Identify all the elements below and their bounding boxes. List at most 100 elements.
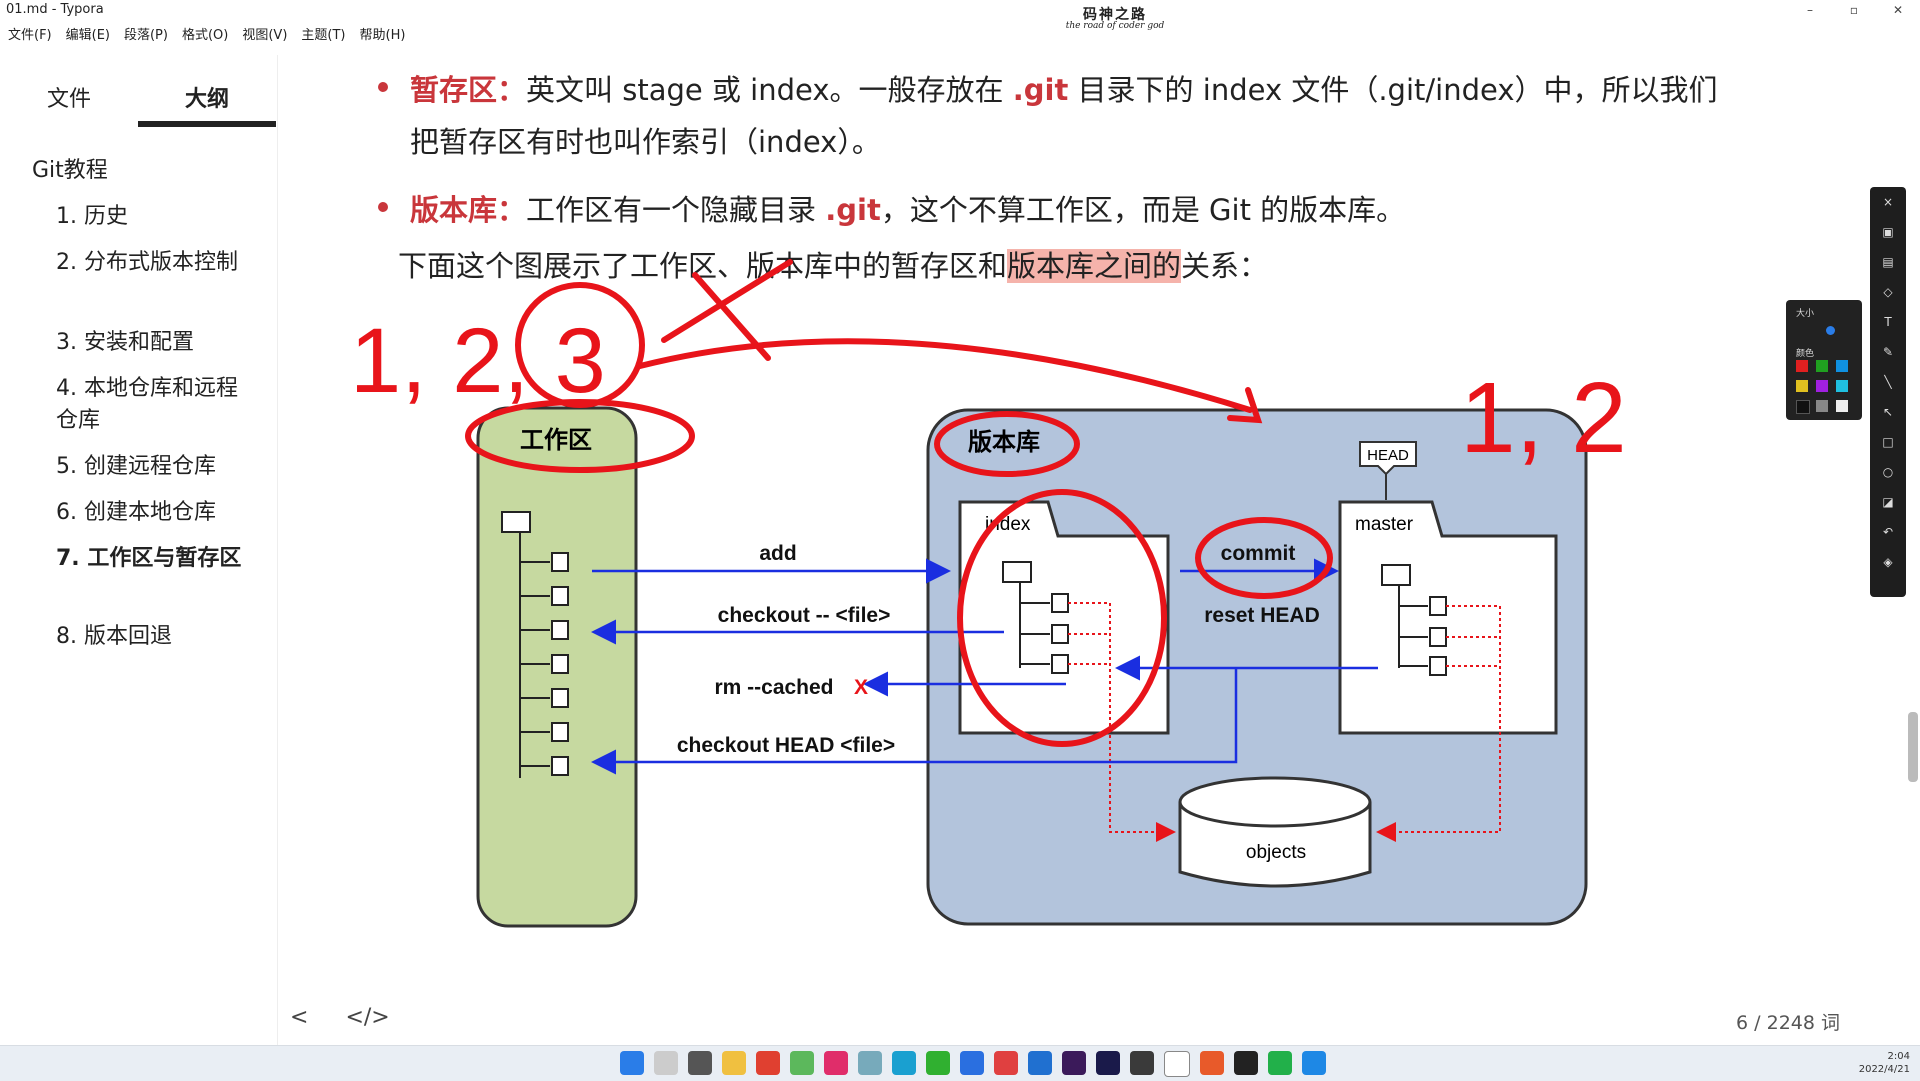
size-dot[interactable] <box>1826 326 1835 335</box>
object-links <box>1068 602 1501 842</box>
text-icon[interactable]: T <box>1884 315 1892 329</box>
typora-icon[interactable] <box>1164 1051 1190 1077</box>
close-icon[interactable]: × <box>1882 195 1894 209</box>
index-folder <box>958 500 1170 735</box>
rectangle-icon[interactable]: □ <box>1882 435 1894 449</box>
arrow-icon[interactable]: ↖ <box>1882 405 1894 419</box>
app-icon[interactable] <box>994 1051 1018 1075</box>
taskview-icon[interactable] <box>688 1051 712 1075</box>
color-swatch-white[interactable] <box>1836 400 1848 412</box>
logo-subtitle: the road of coder god <box>1065 21 1165 31</box>
repo-box <box>926 408 1588 926</box>
app-icon[interactable] <box>858 1051 882 1075</box>
premiere-icon[interactable] <box>1062 1051 1086 1075</box>
outline-item-4[interactable]: 4. 本地仓库和远程仓库 <box>56 376 238 433</box>
app-icon[interactable] <box>790 1051 814 1075</box>
workspace-box <box>476 406 638 928</box>
system-tray[interactable]: 2:04 2022/4/21 <box>1859 1050 1910 1076</box>
source-mode-icon[interactable]: </> <box>345 1005 390 1030</box>
add-label: add <box>759 542 796 565</box>
title-bar: 01.md - Typora – ▫ ✕ <box>0 0 1920 20</box>
tab-outline[interactable]: 大纲 <box>138 75 276 127</box>
color-swatch-red[interactable] <box>1796 360 1808 372</box>
outline-item-5[interactable]: 5. 创建远程仓库 <box>56 454 216 479</box>
app-icon[interactable] <box>960 1051 984 1075</box>
clear-icon[interactable]: ◈ <box>1883 555 1893 569</box>
color-swatch-gray[interactable] <box>1816 400 1828 412</box>
intro-text-1: 下面这个图展示了工作区、版本库中的暂存区和 <box>398 249 1008 283</box>
image-icon[interactable]: ▤ <box>1882 255 1894 269</box>
explorer-icon[interactable] <box>722 1051 746 1075</box>
menu-file[interactable]: 文件(F) <box>8 28 52 43</box>
outline-item-7[interactable]: 7. 工作区与暂存区 <box>56 546 242 571</box>
color-label: 颜色 <box>1796 349 1815 359</box>
text-repo-1: 工作区有一个隐藏目录 <box>526 193 826 227</box>
outline-item-8[interactable]: 8. 版本回退 <box>56 624 172 649</box>
menu-format[interactable]: 格式(O) <box>181 28 229 43</box>
menu-help[interactable]: 帮助(H) <box>359 28 406 43</box>
save-icon[interactable]: ▣ <box>1882 225 1894 239</box>
color-swatch-purple[interactable] <box>1816 380 1828 392</box>
objects-store <box>1178 776 1372 888</box>
menu-theme[interactable]: 主题(T) <box>301 28 346 43</box>
code-git-2: .git <box>825 193 881 227</box>
outline-item-root[interactable]: Git教程 <box>32 158 108 183</box>
app-icon[interactable] <box>1130 1051 1154 1075</box>
workspace-file-icons <box>520 552 569 776</box>
reset-head-label: reset HEAD <box>1204 604 1320 627</box>
app-icon[interactable] <box>824 1051 848 1075</box>
color-palette: 大小 颜色 <box>1786 300 1862 420</box>
master-tree-icons <box>1381 564 1447 676</box>
app-icon[interactable] <box>1200 1051 1224 1075</box>
line-icon[interactable]: ╲ <box>1884 375 1892 389</box>
code-git-1: .git <box>1012 73 1069 107</box>
bullet-dot <box>378 82 388 92</box>
editor-footer: < </> <box>290 1005 420 1030</box>
eraser-icon[interactable]: ◇ <box>1883 285 1893 299</box>
color-swatch-yellow[interactable] <box>1796 380 1808 392</box>
pen-icon[interactable]: ✎ <box>1882 345 1894 359</box>
workspace-label: 工作区 <box>520 427 592 454</box>
color-swatch-black[interactable] <box>1796 400 1810 414</box>
ellipse-icon[interactable]: ○ <box>1882 465 1894 479</box>
fill-icon[interactable]: ◪ <box>1882 495 1894 509</box>
menu-paragraph[interactable]: 段落(P) <box>123 28 168 43</box>
maximize-button[interactable]: ▫ <box>1849 3 1859 17</box>
clock-date: 2022/4/21 <box>1858 1064 1910 1075</box>
search-icon[interactable] <box>654 1051 678 1075</box>
edge-icon[interactable] <box>892 1051 916 1075</box>
outline-item-3[interactable]: 3. 安装和配置 <box>56 330 194 355</box>
minimize-button[interactable]: – <box>1807 3 1813 17</box>
terminal-icon[interactable] <box>1234 1051 1258 1075</box>
outline-item-2[interactable]: 2. 分布式版本控制 <box>56 250 238 275</box>
color-swatch-blue[interactable] <box>1836 360 1848 372</box>
word-count[interactable]: 6 / 2248 词 <box>1736 1012 1840 1034</box>
app-icon[interactable] <box>926 1051 950 1075</box>
scrollbar-thumb[interactable] <box>1908 712 1918 782</box>
logo-title: 码神之路 <box>1083 7 1147 23</box>
outline-item-6[interactable]: 6. 创建本地仓库 <box>56 500 216 525</box>
menu-edit[interactable]: 编辑(E) <box>65 28 110 43</box>
prev-icon[interactable]: < <box>290 1005 309 1030</box>
color-swatch-cyan[interactable] <box>1836 380 1848 392</box>
channel-logo: 码神之路 the road of coder god <box>1055 8 1175 31</box>
outline-item-1[interactable]: 1. 历史 <box>56 204 128 229</box>
start-icon[interactable] <box>620 1051 644 1075</box>
aftereffects-icon[interactable] <box>1096 1051 1120 1075</box>
color-swatch-green[interactable] <box>1816 360 1828 372</box>
checkout-file-label: checkout -- <file> <box>718 604 891 627</box>
tab-files[interactable]: 文件 <box>46 87 91 112</box>
taskbar-apps <box>620 1051 1326 1077</box>
chrome-icon[interactable] <box>756 1051 780 1075</box>
term-repo: 版本库： <box>410 193 527 227</box>
app-icon[interactable] <box>1028 1051 1052 1075</box>
checkout-head-label: checkout HEAD <file> <box>677 734 895 757</box>
undo-icon[interactable]: ↶ <box>1882 525 1894 539</box>
repo-label: 版本库 <box>968 429 1040 456</box>
wechat-icon[interactable] <box>1268 1051 1292 1075</box>
menu-view[interactable]: 视图(V) <box>242 28 288 43</box>
size-label: 大小 <box>1796 309 1815 319</box>
close-button[interactable]: ✕ <box>1892 3 1904 17</box>
annotation-right: 1, 2 <box>1460 362 1627 474</box>
app-icon[interactable] <box>1302 1051 1326 1075</box>
